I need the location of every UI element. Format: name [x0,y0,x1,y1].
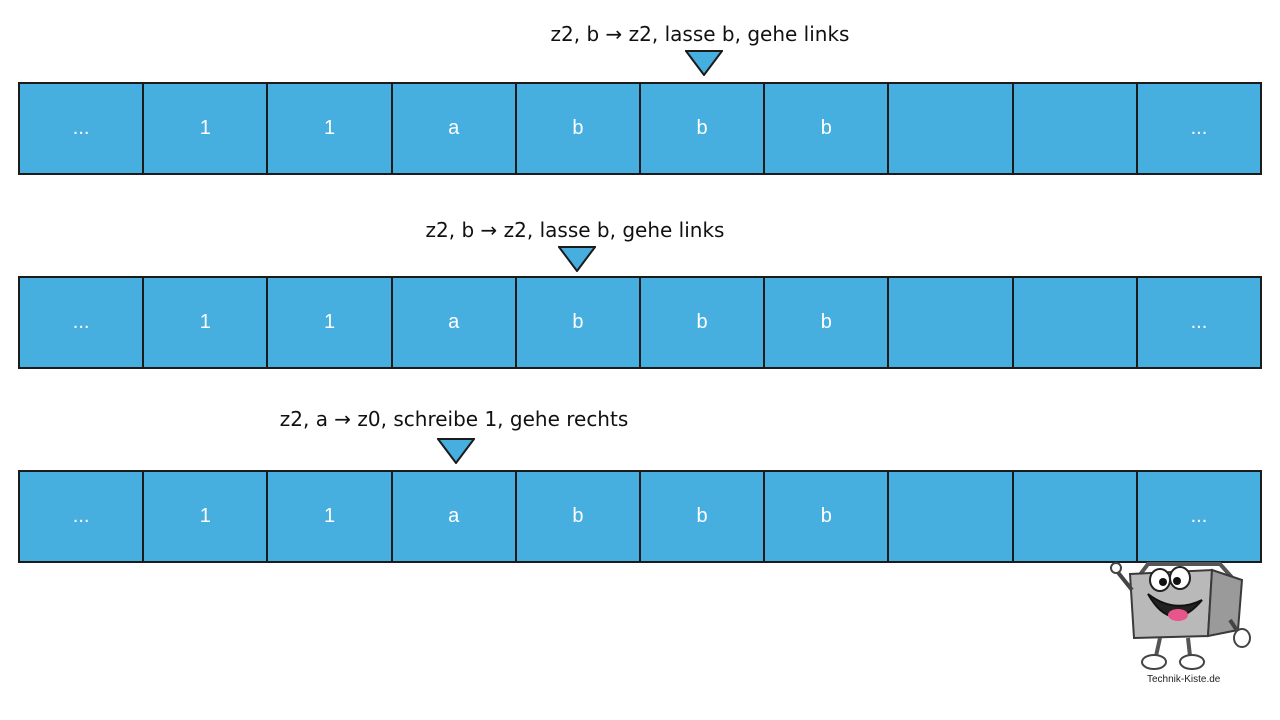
tape-cell [889,472,1014,561]
tape-cell: a [393,278,517,367]
tape-cell: b [641,472,766,561]
tape-cell: b [517,472,642,561]
tape: ... 1 1 a b b b ... [18,276,1262,369]
tape-cell: b [765,472,890,561]
read-head-arrow-icon [685,50,723,76]
tape-cell: 1 [268,278,393,367]
tape-cell: ... [1190,505,1208,527]
tape-cell: 1 [144,84,269,173]
tape-cell: 1 [268,84,393,173]
tape-cell [889,278,1014,367]
tape-cell: a [393,84,517,173]
read-head-arrow-icon [558,246,596,272]
tape-cell: 1 [144,472,269,561]
tape-cell: ... [1190,117,1208,139]
tape-cell: ... [1190,311,1208,333]
transition-rule-label: z2, b → z2, lasse b, gehe links [550,22,850,46]
tape-cell: b [765,84,890,173]
tape: ... 1 1 a b b b ... [18,82,1262,175]
tape-cell: b [517,84,642,173]
tape-cell: 1 [144,278,269,367]
tape-cell [889,84,1014,173]
logo-caption: Technik-Kiste.de [1147,674,1221,685]
tape-cell: b [765,278,890,367]
tape: ... 1 1 a b b b ... [18,470,1262,563]
tape-cell: b [641,84,766,173]
tape-cell: ... [20,278,145,367]
tape-cell: 1 [268,472,393,561]
tape-cell [1014,472,1138,561]
toolbox-mascot-icon [1110,562,1251,670]
transition-rule-label: z2, b → z2, lasse b, gehe links [425,218,725,242]
tape-cell: a [393,472,517,561]
tape-cell [1014,84,1138,173]
transition-rule-label: z2, a → z0, schreibe 1, gehe rechts [279,407,629,431]
tape-cell: ... [20,84,145,173]
tape-cell [1014,278,1138,367]
tape-cell: ... [20,472,145,561]
tape-cell: b [517,278,642,367]
tape-cell: b [641,278,766,367]
read-head-arrow-icon [437,438,475,464]
